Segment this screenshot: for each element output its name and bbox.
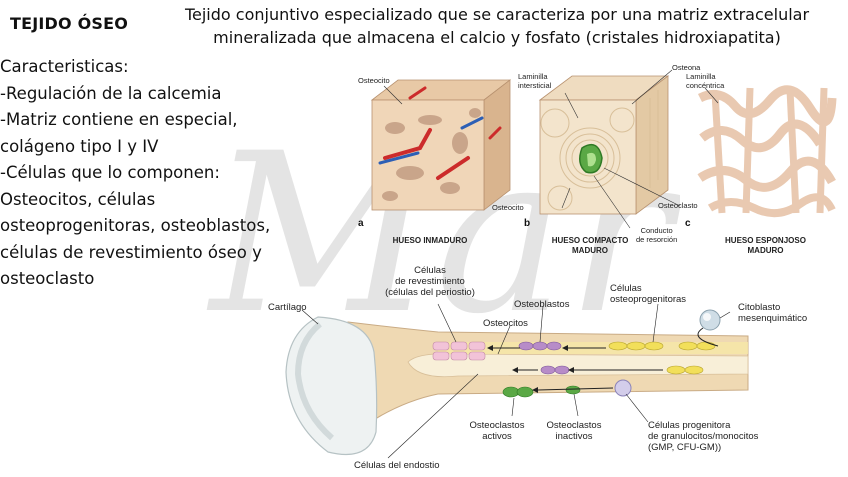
definition-line: mineralizada que almacena el calcio y fo… [213,28,781,47]
bone-types-figure: Osteocito a HUESO INMADURO Laminilla int… [350,58,840,263]
feature-line: colágeno tipo I y IV [0,136,159,156]
label-osteocito-b: Osteocito [492,203,524,212]
caption-hueso-esponjoso: HUESO ESPONJOSO MADURO [725,236,806,255]
long-bone-illustration [285,303,749,459]
immature-bone-block [370,79,512,211]
feature-line: Osteocitos, células [0,189,156,209]
label-celulas-osteoprogenitoras: Células osteoprogenitoras [610,283,687,305]
definition-text: Tejido conjuntivo especializado que se c… [152,3,842,49]
label-cartilago: Cartílago [268,302,307,313]
label-osteoblastos: Osteoblastos [514,299,570,310]
label-osteoclasto: Osteoclasto [658,201,698,210]
label-osteona: Osteona [672,63,701,72]
feature-line: -Células que lo componen: [0,163,220,182]
bone-cells-figure: Cartílago Células de revestimiento (célu… [258,262,843,474]
label-celulas-endostio: Células del endostio [354,460,440,471]
label-celulas-revestimiento: Células de revestimiento (células del pe… [385,265,475,298]
label-conducto-resorcion: Conducto de resorción [636,226,678,244]
feature-line: células de revestimiento óseo y [0,242,262,262]
feature-line: -Regulación de la calcemia [0,83,222,103]
feature-line: -Matriz contiene en especial, [0,110,238,129]
label-osteocitos: Osteocitos [483,318,528,329]
label-celulas-progenitora: Células progenitora de granulocitos/mono… [648,420,759,453]
label-laminilla-intersticial: Laminilla intersticial [518,72,552,90]
spongy-bone-block [695,83,837,218]
compact-bone-block [538,69,681,229]
panel-letter-b: b [524,218,531,229]
label-osteoclastos-inactivos: Osteoclastos inactivos [546,420,602,442]
panel-letter-a: a [358,218,364,229]
label-laminilla-concentrica: Laminilla concéntrica [686,72,725,90]
caption-hueso-compacto: HUESO COMPACTO MADURO [551,236,629,255]
label-citoblasto: Citoblasto mesenquimático [738,302,808,324]
label-osteocito-a: Osteocito [358,76,390,85]
features-list: Caracteristicas: -Regulación de la calce… [0,54,270,293]
features-heading: Caracteristicas: [0,57,129,76]
page-title: TEJIDO ÓSEO [10,14,129,33]
definition-line: Tejido conjuntivo especializado que se c… [184,5,810,24]
feature-line: osteoclasto [0,269,95,288]
caption-hueso-inmaduro: HUESO INMADURO [392,236,468,245]
label-osteoclastos-activos: Osteoclastos activos [469,420,525,442]
bone-types-illustration [370,69,837,229]
feature-line: osteoprogenitoras, osteoblastos, [0,216,271,235]
panel-letter-c: c [685,218,691,229]
